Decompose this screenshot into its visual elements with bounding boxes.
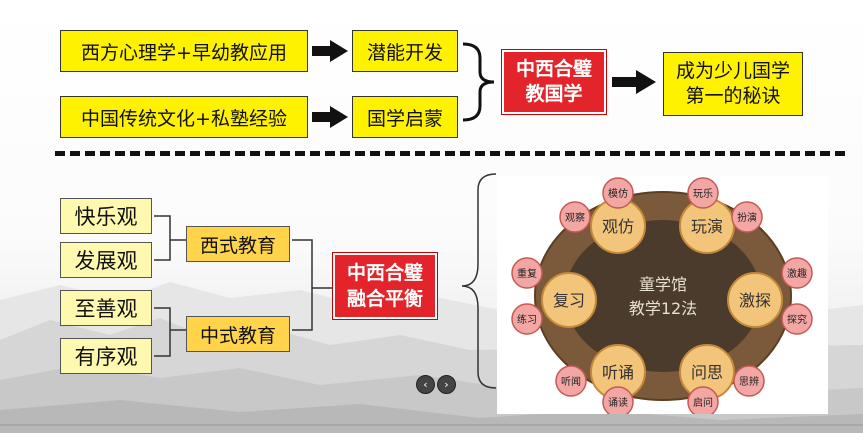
method-label: 玩乐 <box>693 188 713 200</box>
chinese-culture-box: 中国传统文化+私塾经验 <box>60 96 308 138</box>
method-label: 练习 <box>517 313 537 326</box>
prev-slide-button[interactable]: ‹ <box>416 375 435 394</box>
brace-left-icon <box>461 173 497 389</box>
teaching-wheel-panel: 观仿 玩演 激探 问思 听诵 复习 模仿 玩乐 扮演 激趣 探究 思辨 启问 诵… <box>497 176 828 418</box>
western-education-box: 西式教育 <box>186 226 290 262</box>
segment-label: 观仿 <box>602 217 634 236</box>
segment-label: 问思 <box>691 363 723 382</box>
western-psychology-box: 西方心理学+早幼教应用 <box>60 30 308 72</box>
section-divider <box>55 151 845 156</box>
method-label: 扮演 <box>737 211 757 224</box>
fusion-line2: 融合平衡 <box>346 288 423 310</box>
chinese-education-box: 中式教育 <box>186 316 290 352</box>
brace-right-icon <box>462 42 495 122</box>
method-label: 探究 <box>787 313 807 326</box>
secret-line1: 成为少儿国学 <box>675 60 790 82</box>
fusion-line1: 中西合璧 <box>346 262 423 284</box>
top-connectors <box>312 40 656 128</box>
potential-development-box: 潜能开发 <box>352 30 458 72</box>
wheel-center-line1: 童学馆 <box>639 275 687 294</box>
sinology-enlightenment-box: 国学启蒙 <box>352 96 458 138</box>
method-label: 启问 <box>693 396 713 409</box>
arrow-right-icon <box>312 106 348 128</box>
method-label: 思辨 <box>739 375 759 388</box>
method-label: 诵读 <box>608 396 628 409</box>
segment-label: 听诵 <box>602 363 634 382</box>
bracket-chinese <box>154 307 186 357</box>
bottom-brackets <box>154 173 497 389</box>
fusion-balance-box: 中西合璧 融合平衡 <box>333 253 437 319</box>
goodness-view-box: 至善观 <box>60 290 152 326</box>
secret-of-success-box: 成为少儿国学 第一的秘诀 <box>663 52 803 116</box>
segment-label: 玩演 <box>691 217 723 236</box>
segment-label: 复习 <box>553 291 585 310</box>
order-view-box: 有序观 <box>60 338 152 374</box>
method-label: 观察 <box>565 211 585 224</box>
method-label: 模仿 <box>608 187 628 200</box>
bracket-western <box>154 215 186 261</box>
east-west-teaching-line1: 中西合璧 <box>515 58 592 80</box>
east-west-teaching-box: 中西合璧 教国学 <box>502 50 606 114</box>
arrow-right-icon <box>312 40 348 62</box>
teaching-wheel: 观仿 玩演 激探 问思 听诵 复习 模仿 玩乐 扮演 激趣 探究 思辨 启问 诵… <box>511 177 813 418</box>
bracket-middle <box>292 239 333 331</box>
next-slide-button[interactable]: › <box>437 375 456 394</box>
secret-line2: 第一的秘诀 <box>685 85 781 107</box>
east-west-teaching-line2: 教国学 <box>525 83 583 105</box>
happiness-view-box: 快乐观 <box>60 198 152 234</box>
method-label: 激趣 <box>787 267 807 280</box>
method-label: 重复 <box>517 267 537 280</box>
development-view-box: 发展观 <box>60 242 152 278</box>
wheel-center-line2: 教学12法 <box>629 299 697 318</box>
method-label: 听闻 <box>561 375 581 388</box>
arrow-right-icon <box>612 70 656 94</box>
segment-label: 激探 <box>739 291 771 310</box>
